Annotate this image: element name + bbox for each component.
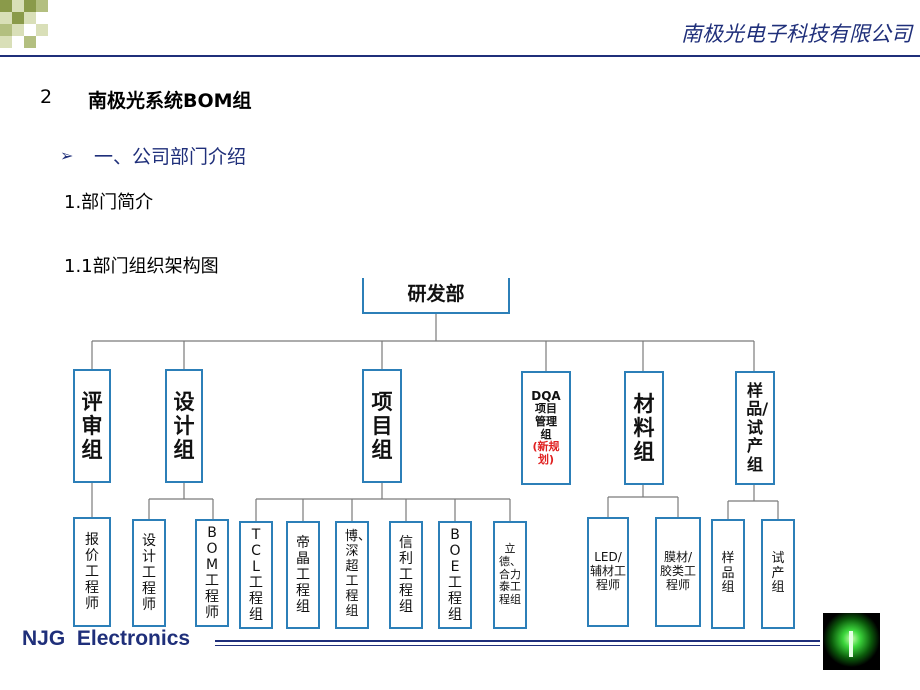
org-group-project: 项目组: [362, 369, 402, 483]
org-sub-label: 报价工程师: [84, 531, 99, 613]
org-sub-label: 试产组: [771, 550, 785, 596]
org-sub-dijing-team: 帝晶工程组: [286, 521, 320, 629]
org-sub-film-engineer: 膜材/胶类工程师: [655, 517, 701, 627]
footer-brand: NJG Electronics: [22, 627, 191, 650]
org-sub-design-engineer: 设计工程师: [132, 519, 166, 627]
org-group-design: 设计组: [165, 369, 203, 483]
org-sub-sample-team: 样品组: [711, 519, 745, 629]
org-group-dqa: DQA 项目 管理 组 (新规划): [521, 371, 571, 485]
org-sub-boe-team: BOE工程组: [438, 521, 472, 629]
org-root-rnd: 研发部: [362, 278, 510, 314]
dqa-note: (新规划): [532, 440, 560, 466]
company-name: 南极光电子科技有限公司: [681, 22, 912, 46]
led-glow-image: [823, 613, 880, 670]
org-sub-bo-shenchao-team: 博、深超工程组: [335, 521, 371, 629]
section-number: 2: [40, 86, 53, 108]
org-sub-label: 博、深超工程组: [344, 529, 371, 619]
org-sub-label: TCL工程组: [248, 526, 263, 624]
org-root-label: 研发部: [407, 283, 465, 306]
org-sub-label: 帝晶工程组: [295, 534, 310, 616]
org-sub-quote-engineer: 报价工程师: [73, 517, 111, 627]
org-sub-tcl-team: TCL工程组: [239, 521, 273, 629]
org-group-materials: 材料组: [624, 371, 664, 485]
org-sub-label: 样品组: [721, 550, 735, 596]
footer-rule: [215, 640, 820, 642]
dqa-line3: 管理: [535, 414, 557, 428]
org-sub-led-engineer: LED/辅材工程师: [587, 517, 629, 627]
org-sub-trial-team: 试产组: [761, 519, 795, 629]
green-led-icon: [823, 613, 880, 670]
org-sub-label: BOE工程组: [447, 526, 462, 624]
org-group-label: 材料组: [633, 391, 655, 465]
org-sub-label: 设计工程师: [141, 532, 156, 614]
header-rule: [0, 55, 920, 57]
footer-rule-thin: [215, 645, 820, 646]
org-sub-label: LED/辅材工程师: [589, 550, 626, 592]
dqa-line4: 组: [540, 427, 552, 441]
org-sub-label: 膜材/胶类工程师: [659, 550, 696, 592]
org-sub-xinli-team: 信利工程组: [389, 521, 423, 629]
section-title: 南极光系统BOM组: [88, 90, 252, 112]
org-group-sample-trial: 样品/试产组: [735, 371, 775, 485]
org-group-label: 项目组: [371, 389, 393, 463]
dqa-line1: DQA: [531, 388, 561, 403]
org-sub-label: 信利工程组: [398, 534, 413, 616]
org-sub-bom-engineer: BOM工程师: [195, 519, 229, 627]
arrow-bullet-icon: ➢: [60, 146, 74, 165]
dqa-line2: 项目: [535, 402, 557, 416]
subheading-org-chart: 1.1部门组织架构图: [64, 256, 219, 277]
org-sub-label: BOM工程师: [204, 524, 219, 622]
bullet-heading: 一、公司部门介绍: [94, 146, 247, 168]
org-sub-lide-helitai-team: 立德、合力泰工程组: [493, 521, 527, 629]
org-group-label: 评审组: [81, 389, 103, 463]
org-group-label: 设计组: [173, 389, 195, 463]
subheading-intro: 1.部门简介: [64, 192, 154, 213]
org-group-label: 样品/试产组: [746, 381, 769, 474]
org-sub-label: 立德、合力泰工程组: [499, 542, 521, 606]
org-group-review: 评审组: [73, 369, 111, 483]
